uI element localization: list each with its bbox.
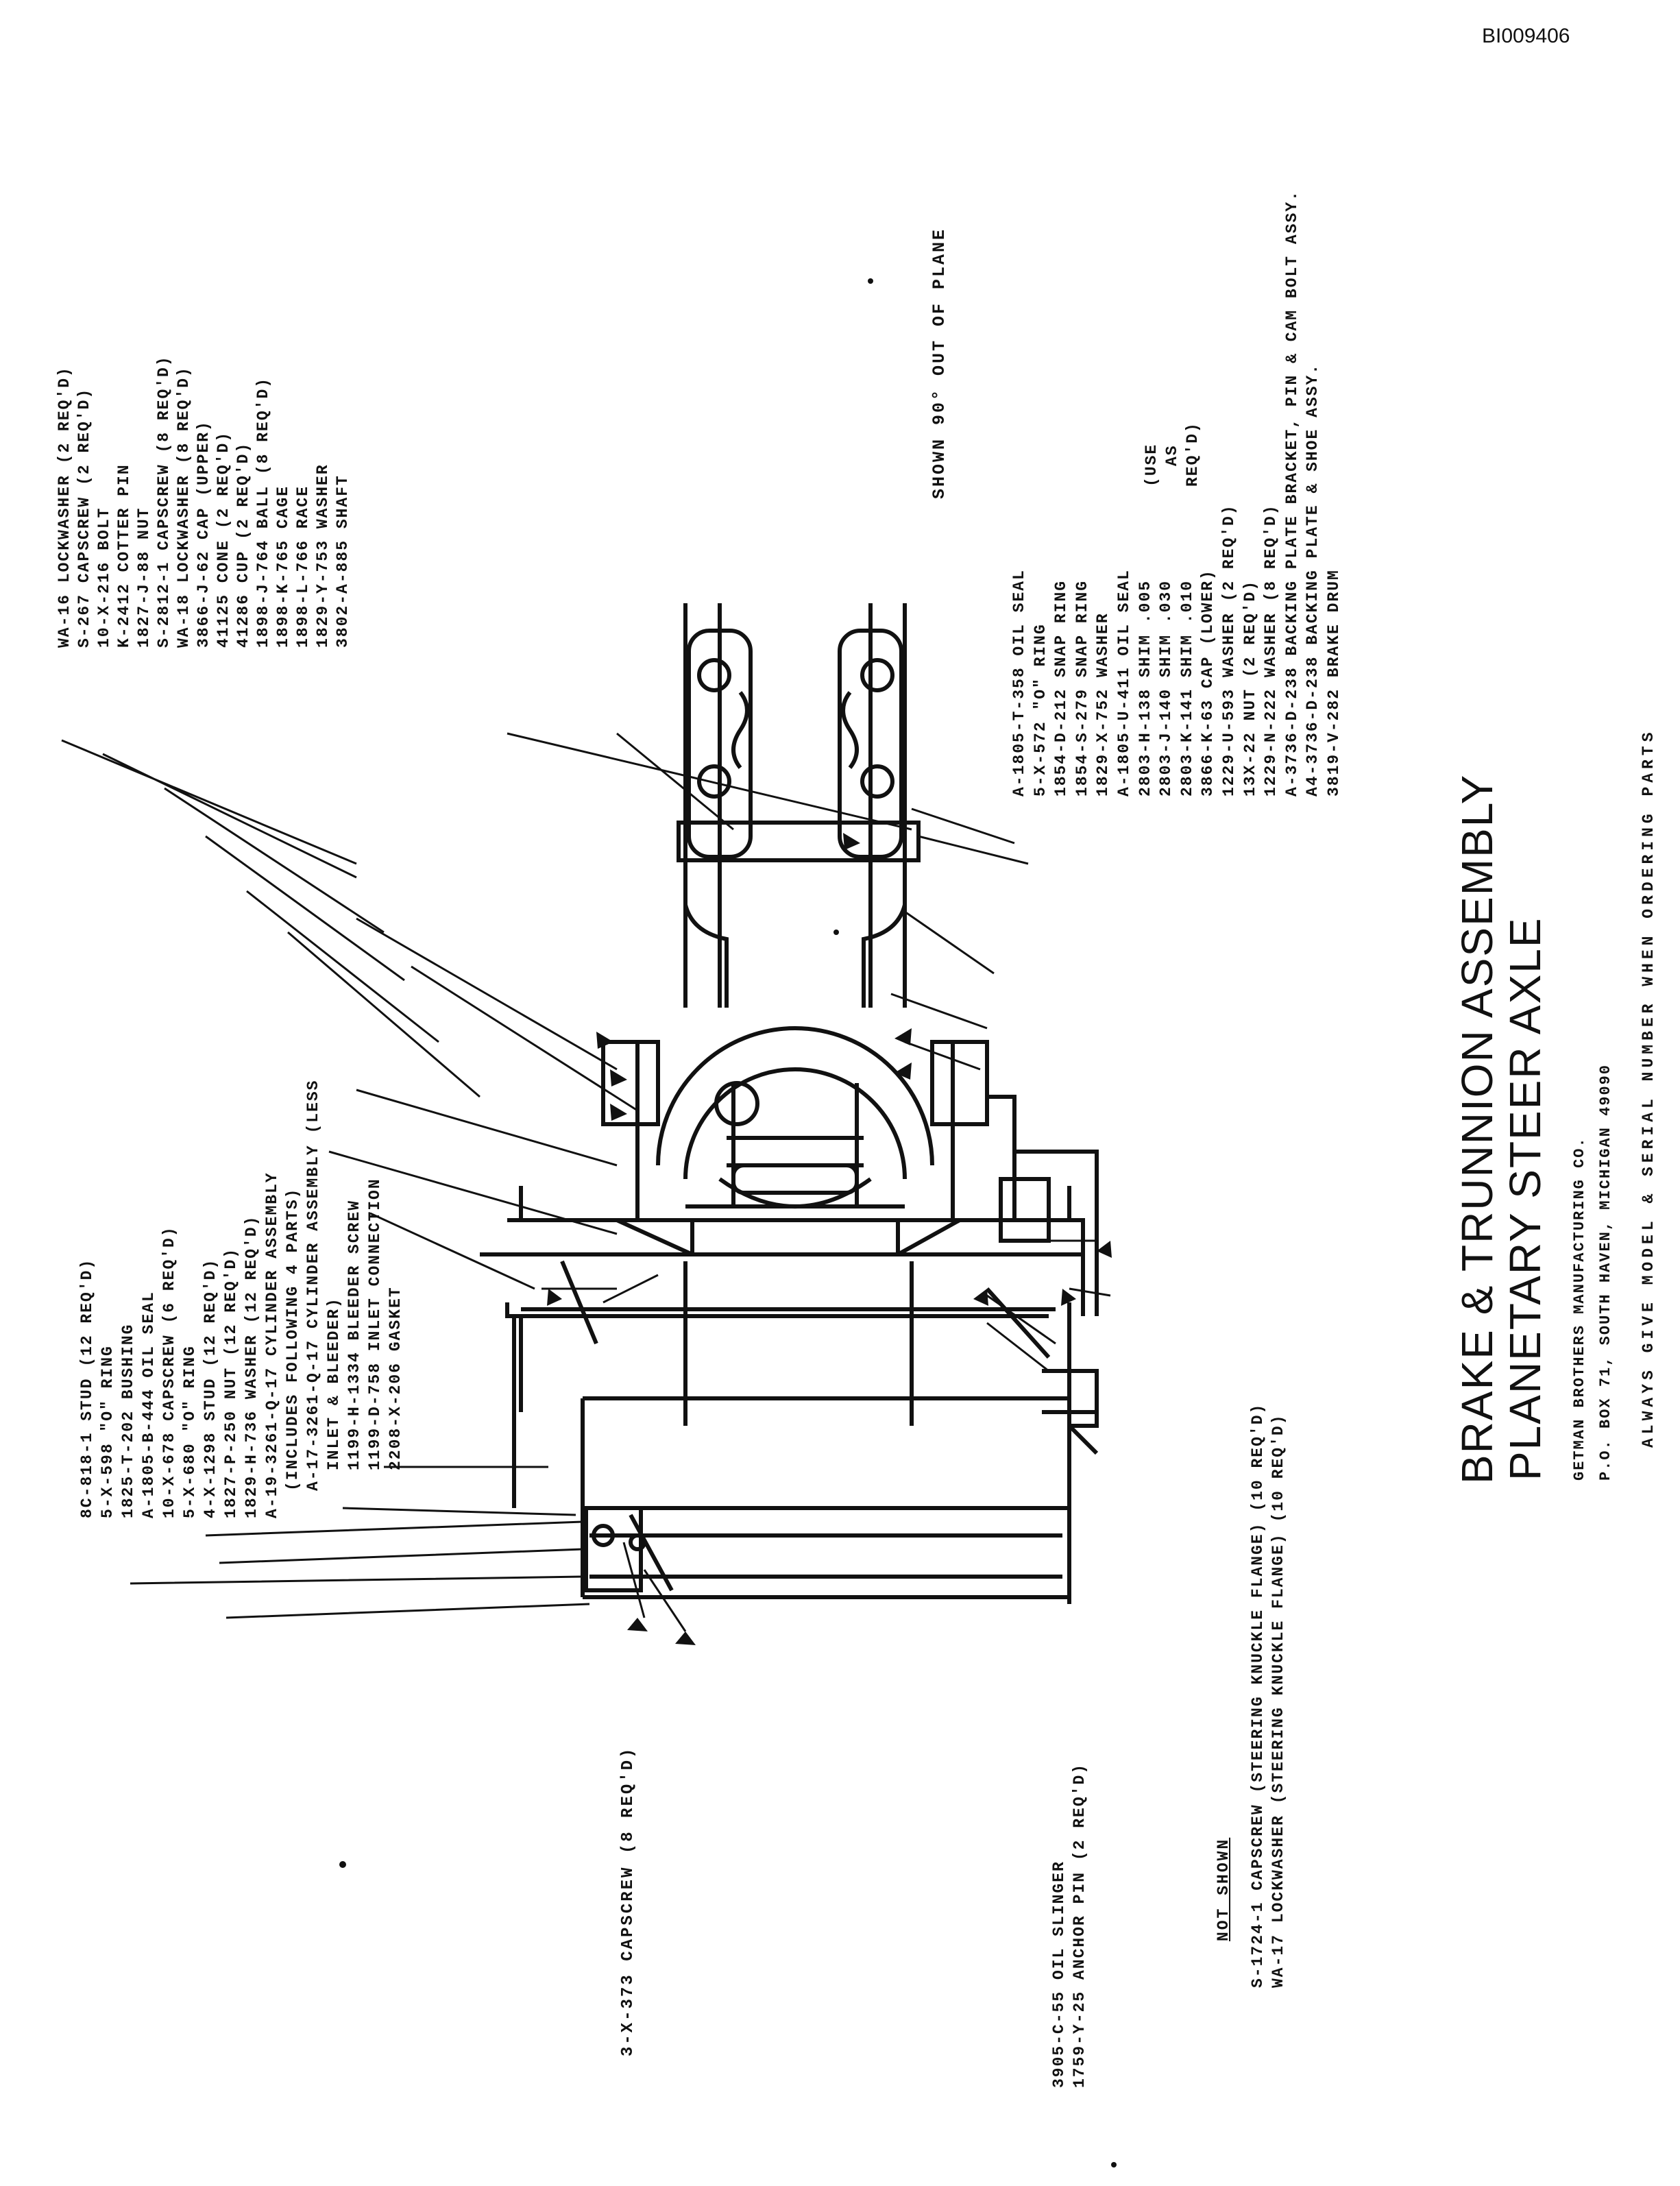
shim-note: (USE AS REQ'D) (1141, 398, 1203, 487)
part-row: 4-X-1298 STUD (12 REQ'D) (202, 1258, 219, 1518)
part-row: A4-3736-D-238 BACKING PLATE & SHOE ASSY. (1304, 363, 1322, 797)
part-row: WA-16 LOCKWASHER (2 REQ'D) (56, 366, 73, 648)
part-row: 1199-H-1334 BLEEDER SCREW (345, 1199, 363, 1470)
part-row: 3819-V-282 BRAKE DRUM (1324, 569, 1343, 797)
document-id: BI009406 (1482, 25, 1570, 47)
parts-list-lower: 3905-C-55 OIL SLINGER 1759-Y-25 ANCHOR P… (1049, 1677, 1090, 2088)
part-row: INLET & BLEEDER) (325, 1297, 343, 1470)
knuckle-flange (677, 821, 921, 862)
shim-note-line: (USE (1143, 443, 1160, 487)
part-row: A-1805-B-444 OIL SEAL (140, 1291, 158, 1518)
shim-note-line: REQ'D) (1184, 422, 1202, 487)
part-row: 41125 CONE (2 REQ'D) (215, 430, 232, 648)
part-row: S-2812-1 CAPSCREW (8 REQ'D) (155, 355, 173, 648)
part-row: 1829-X-752 WASHER (1094, 612, 1112, 797)
part-row: 1898-L-766 RACE (294, 485, 312, 648)
part-row: 13X-22 NUT (2 REQ'D) (1241, 579, 1259, 797)
not-shown-heading: NOT SHOWN (1215, 1837, 1232, 1941)
shim-note-line: AS (1163, 444, 1181, 466)
part-row: 5-X-598 "O" RING (99, 1345, 117, 1518)
part-row: (INCLUDES FOLLOWING 4 PARTS) (284, 1187, 302, 1491)
part-row: 1827-J-88 NUT (135, 507, 153, 648)
part-row: WA-18 LOCKWASHER (8 REQ'D) (175, 366, 193, 648)
title-line-1: BRAKE & TRUNNION ASSEMBLY (1452, 773, 1502, 1484)
part-row: A-17-3261-Q-17 CYLINDER ASSEMBLY (LESS (304, 1079, 322, 1492)
part-row: 1898-K-765 CAGE (274, 485, 292, 648)
part-row: 1829-H-736 WASHER (12 REQ'D) (243, 1215, 260, 1518)
part-row: A-1805-U-411 OIL SEAL (1115, 569, 1133, 797)
company-name: GETMAN BROTHERS MANUFACTURING CO. (1571, 1137, 1588, 1481)
part-row: 1199-D-758 INLET CONNECTION (366, 1178, 384, 1470)
part-row: 1854-S-279 SNAP RING (1073, 579, 1091, 797)
part-row: WA-17 LOCKWASHER (STEERING KNUCKLE FLANG… (1269, 1413, 1287, 1988)
part-row: 2208-X-206 GASKET (387, 1286, 404, 1470)
leader-lines (61, 732, 1111, 1632)
arrowheads (339, 278, 1117, 2167)
title-line-2: PLANETARY STEER AXLE (1500, 916, 1550, 1481)
trunnion-ball (656, 1026, 934, 1166)
part-row: A-19-3261-Q-17 CYLINDER ASSEMBLY (263, 1171, 281, 1518)
part-row: 1898-J-764 BALL (8 REQ'D) (254, 376, 272, 648)
part-row: 1829-Y-753 WASHER (314, 463, 332, 648)
part-row: 41286 CUP (2 REQ'D) (234, 441, 252, 648)
part-row: S-267 CAPSCREW (2 REQ'D) (75, 387, 93, 648)
part-row: 1229-N-222 WASHER (8 REQ'D) (1262, 504, 1280, 797)
upper-trunnion-block (687, 629, 753, 859)
part-row: 10-X-216 BOLT (95, 507, 113, 648)
part-row: K-2412 COTTER PIN (115, 463, 133, 648)
part-row: 10-X-678 CAPSCREW (6 REQ'D) (160, 1226, 178, 1518)
part-capscrew-label: 3-X-373 CAPSCREW (8 REQ'D) (619, 1746, 637, 2056)
upper-shaft (683, 603, 907, 1008)
part-row: A-3736-D-238 BACKING PLATE BRACKET, PIN … (1282, 190, 1301, 797)
part-row: 1827-P-250 NUT (12 REQ'D) (222, 1247, 240, 1518)
part-row: S-1724-1 CAPSCREW (STEERING KNUCKLE FLAN… (1249, 1402, 1267, 1988)
part-row: 1759-Y-25 ANCHOR PIN (2 REQ'D) (1071, 1762, 1088, 2088)
part-row: 1854-D-212 SNAP RING (1052, 579, 1071, 797)
part-row: 8C-818-1 STUD (12 REQ'D) (78, 1258, 96, 1518)
part-row: 5-X-680 "O" RING (181, 1345, 199, 1518)
part-row: 5-X-572 "O" RING (1031, 623, 1049, 797)
company-address: P.O. BOX 71, SOUTH HAVEN, MICHIGAN 49090 (1597, 1063, 1614, 1481)
part-row: 3866-J-62 CAP (UPPER) (195, 420, 212, 648)
part-row: 1825-T-202 BUSHING (119, 1323, 137, 1518)
part-row: 1229-U-593 WASHER (2 REQ'D) (1219, 504, 1238, 797)
part-row: 3802-A-885 SHAFT (334, 474, 352, 648)
part-row: 3905-C-55 OIL SLINGER (1050, 1860, 1068, 2088)
parts-list-upper: WA-16 LOCKWASHER (2 REQ'D) S-267 CAPSCRE… (55, 31, 353, 648)
ordering-note: ALWAYS GIVE MODEL & SERIAL NUMBER WHEN O… (1640, 728, 1657, 1448)
view-note: SHOWN 90° OUT OF PLANE (929, 227, 949, 499)
brake-drum (581, 1398, 1071, 1604)
parts-list-middle: 8C-818-1 STUD (12 REQ'D) 5-X-598 "O" RIN… (77, 833, 406, 1519)
part-row: A-1805-T-358 OIL SEAL (1010, 569, 1028, 797)
parts-list-not-shown: S-1724-1 CAPSCREW (STEERING KNUCKLE FLAN… (1247, 1165, 1289, 1988)
lower-trunnion-block (838, 629, 903, 859)
